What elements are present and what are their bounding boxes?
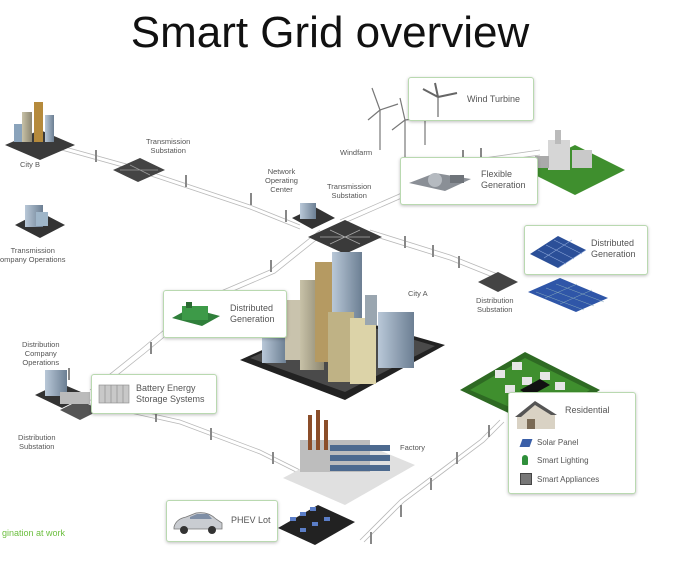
noc-art [292, 203, 335, 229]
wind-turbine-callout: Wind Turbine [408, 77, 534, 121]
footer-tagline: gination at work [2, 528, 66, 538]
solar-panel-icon [519, 439, 533, 447]
smart-appliances-icon [520, 473, 532, 485]
wind-turbine-text: Wind Turbine [467, 94, 521, 104]
residential-callout: Residential Solar Panel Smart Lighting S… [508, 392, 636, 494]
house-icon [515, 401, 557, 429]
factory-art [283, 410, 415, 505]
windfarm-label: Windfarm [340, 148, 373, 157]
city-a-art [240, 252, 445, 400]
solar-panel-array-icon [530, 236, 587, 269]
phev-lot-text: PHEV Lot [231, 515, 271, 525]
phev-lot-art [278, 505, 355, 545]
phev-lot-callout: PHEV Lot [166, 500, 278, 542]
battery-unit-icon [98, 384, 130, 404]
smart-lighting-text: Smart Lighting [537, 456, 589, 465]
car-icon [173, 512, 223, 534]
solar-farm-art [478, 272, 608, 312]
smart-lighting-icon [522, 455, 528, 465]
solar-panel-text: Solar Panel [537, 438, 579, 447]
battery-art [60, 392, 90, 404]
page-title: Smart Grid overview [130, 8, 530, 57]
residential-text: Residential [565, 405, 610, 415]
substation-mid-art [308, 220, 382, 254]
wind-turbine-icon [422, 82, 458, 117]
turbine-generator-icon [409, 173, 471, 191]
generator-icon [172, 302, 220, 326]
city-b-label: City B [20, 160, 41, 169]
flexible-generation-plant-art [525, 130, 625, 195]
power-lines [39, 139, 541, 543]
substation-top-art [113, 158, 165, 182]
city-b-art [5, 102, 75, 160]
smart-appliances-text: Smart Appliances [537, 475, 600, 484]
city-a-label: City A [408, 289, 428, 298]
factory-label: Factory [400, 443, 426, 452]
transmission-ops-art [15, 205, 65, 238]
